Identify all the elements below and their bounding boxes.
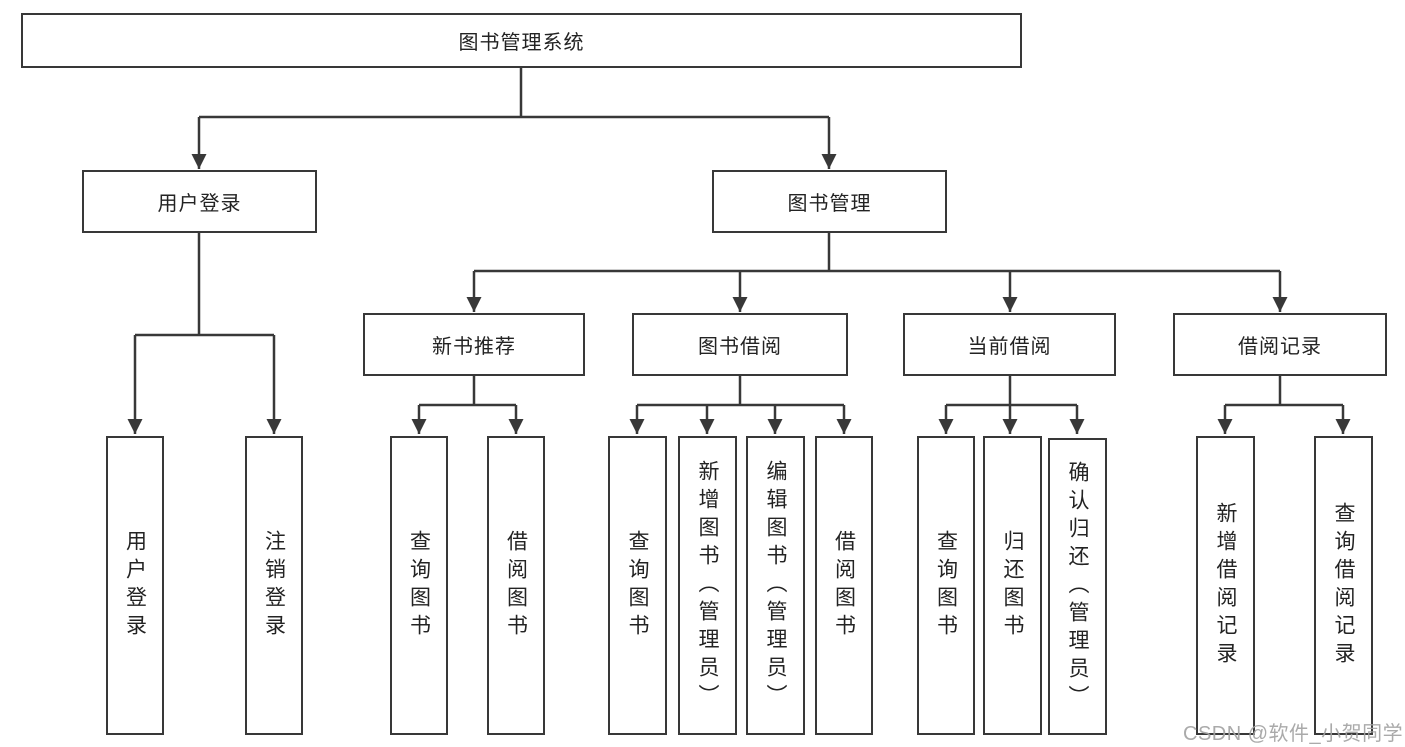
- node-current-borrow: 当前借阅: [903, 313, 1116, 376]
- edge-user-login-trunk: [135, 233, 274, 337]
- node-leaf-cb-query-books: 查询图书: [917, 436, 975, 735]
- csdn-watermark: CSDN @软件_小贺同学: [1183, 723, 1404, 745]
- node-leaf-bb-add-books-admin: 新增图书（管理员）: [678, 436, 737, 735]
- node-book-borrow: 图书借阅: [632, 313, 848, 376]
- node-leaf-cb-confirm-return-admin: 确认归还（管理员）: [1048, 438, 1107, 735]
- edge-root-trunk: [199, 68, 829, 119]
- node-leaf-nbr-query-books: 查询图书: [390, 436, 448, 735]
- edge-book-management-trunk: [474, 233, 1280, 273]
- node-new-book-recommend: 新书推荐: [363, 313, 585, 376]
- edge-nbr-trunk: [419, 376, 516, 407]
- node-leaf-logout: 注销登录: [245, 436, 303, 735]
- node-book-management: 图书管理: [712, 170, 947, 233]
- node-leaf-user-login: 用户登录: [106, 436, 164, 735]
- node-leaf-bb-borrow-books: 借阅图书: [815, 436, 873, 735]
- node-user-login: 用户登录: [82, 170, 317, 233]
- node-root: 图书管理系统: [21, 13, 1022, 68]
- edge-br-trunk: [1225, 376, 1343, 407]
- node-leaf-cb-return-books: 归还图书: [983, 436, 1042, 735]
- edge-cb-trunk: [946, 376, 1077, 407]
- node-leaf-nbr-borrow-books: 借阅图书: [487, 436, 545, 735]
- edge-bb-trunk: [637, 376, 844, 407]
- node-leaf-br-add-record: 新增借阅记录: [1196, 436, 1255, 735]
- node-borrow-records: 借阅记录: [1173, 313, 1387, 376]
- node-leaf-bb-query-books: 查询图书: [608, 436, 667, 735]
- node-leaf-bb-edit-books-admin: 编辑图书（管理员）: [746, 436, 805, 735]
- node-leaf-br-query-record: 查询借阅记录: [1314, 436, 1373, 735]
